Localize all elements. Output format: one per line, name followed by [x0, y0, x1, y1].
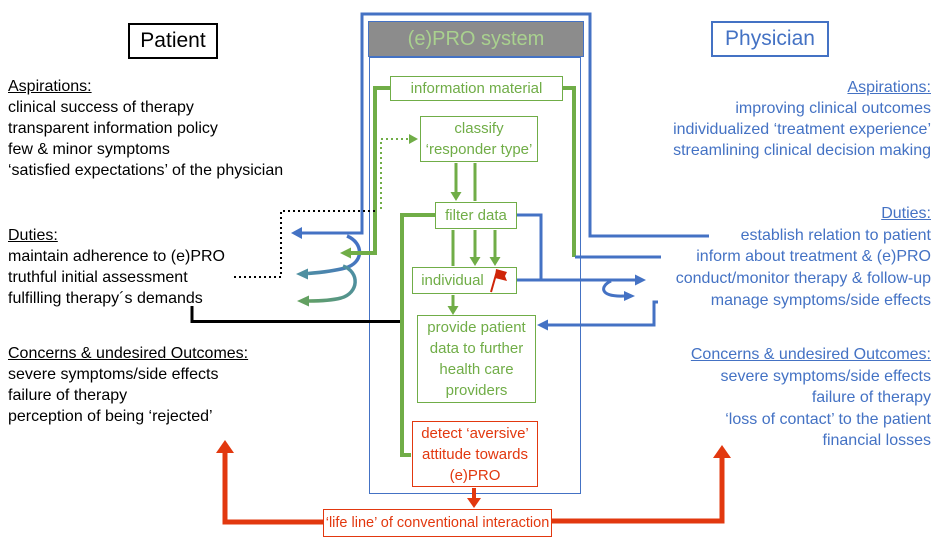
list-item: transparent information policy	[8, 120, 218, 137]
list-item: ‘satisfied expectations’ of the physicia…	[8, 162, 284, 179]
information-material-box: information material	[390, 76, 563, 101]
follow-up-loop-connector	[602, 279, 625, 298]
list-item: perception of being ‘rejected’	[8, 408, 213, 425]
physician-concerns-section: Concerns & undesired Outcomes: severe sy…	[611, 344, 931, 452]
individual-label: individual	[421, 272, 484, 289]
patient-concerns-section: Concerns & undesired Outcomes: severe sy…	[8, 343, 328, 427]
list-item: financial losses	[822, 432, 932, 450]
individual-box: individual	[412, 267, 517, 294]
list-item: maintain adherence to (e)PRO	[8, 248, 225, 265]
patient-duties-section: Duties: maintain adherence to (e)PRO tru…	[8, 225, 308, 309]
provide-data-box: provide patient data to further health c…	[417, 315, 536, 403]
list-item: fulfilling therapy´s demands	[8, 290, 203, 307]
patient-aspirations-section: Aspirations: clinical success of therapy…	[8, 76, 348, 181]
provide-line: data to further	[429, 340, 524, 357]
classify-responder-box: classify ‘responder type’	[420, 116, 538, 162]
list-item: improving clinical outcomes	[735, 100, 931, 117]
patient-concerns-heading: Concerns & undesired Outcomes:	[8, 345, 249, 362]
detect-line: (e)PRO	[449, 466, 501, 484]
list-item: manage symptoms/side effects	[710, 291, 931, 309]
arrow-green-to-patient-icon	[340, 247, 351, 259]
arrow-detect-lifeline-icon	[467, 498, 481, 508]
detect-aversive-box: detect ‘aversive’ attitude towards (e)PR…	[412, 421, 538, 487]
physician-aspirations-heading: Aspirations:	[847, 79, 931, 96]
provide-line: health care	[439, 361, 514, 378]
physician-aspirations-section: Aspirations: improving clinical outcomes…	[601, 77, 931, 161]
physician-title-label: Physician	[725, 27, 815, 50]
list-item: severe symptoms/side effects	[720, 367, 931, 385]
list-item: individualized ‘treatment experience’	[673, 121, 931, 138]
list-item: clinical success of therapy	[8, 99, 194, 116]
curve-to-fulfilling-demands	[308, 264, 357, 303]
classify-line: ‘responder type’	[425, 141, 533, 158]
list-item: streamlining clinical decision making	[673, 142, 931, 159]
filter-data-box: filter data	[435, 202, 517, 229]
list-item: establish relation to patient	[740, 226, 931, 244]
list-item: severe symptoms/side effects	[8, 366, 219, 383]
detect-line: attitude towards	[422, 445, 528, 463]
physician-concerns-heading: Concerns & undesired Outcomes:	[690, 346, 931, 363]
provide-line: providers	[445, 382, 508, 399]
list-item: conduct/monitor therapy & follow-up	[675, 270, 931, 288]
system-header: (e)PRO system	[368, 21, 584, 57]
list-item: failure of therapy	[811, 389, 931, 407]
lifeline-label: ‘life line’ of conventional interaction	[325, 514, 550, 531]
provide-line: provide patient	[427, 319, 526, 336]
filter-data-label: filter data	[445, 207, 507, 224]
lifeline-box: ‘life line’ of conventional interaction	[323, 509, 552, 537]
curve-to-truthful-assessment	[307, 234, 362, 276]
physician-duties-section: Duties: establish relation to patient in…	[631, 203, 931, 312]
lifeline-to-patient-connector	[222, 452, 324, 525]
list-item: failure of therapy	[8, 387, 128, 404]
patient-title-box: Patient	[128, 23, 218, 59]
arrow-lifeline-patient-icon	[216, 440, 234, 453]
detect-line: detect ‘aversive’	[421, 424, 529, 442]
patient-title-label: Patient	[140, 29, 206, 52]
information-material-label: information material	[410, 80, 543, 97]
physician-duties-heading: Duties:	[881, 205, 931, 222]
patient-aspirations-heading: Aspirations:	[8, 78, 92, 95]
physician-title-box: Physician	[711, 21, 829, 57]
list-item: ‘loss of contact’ to the patient	[725, 410, 931, 428]
red-flag-icon	[489, 269, 507, 293]
list-item: few & minor symptoms	[8, 141, 170, 158]
list-item: inform about treatment & (e)PRO	[696, 248, 931, 266]
patient-duties-heading: Duties:	[8, 227, 58, 244]
system-title-label: (e)PRO system	[407, 28, 545, 50]
classify-line: classify	[454, 120, 504, 137]
list-item: truthful initial assessment	[8, 269, 188, 286]
